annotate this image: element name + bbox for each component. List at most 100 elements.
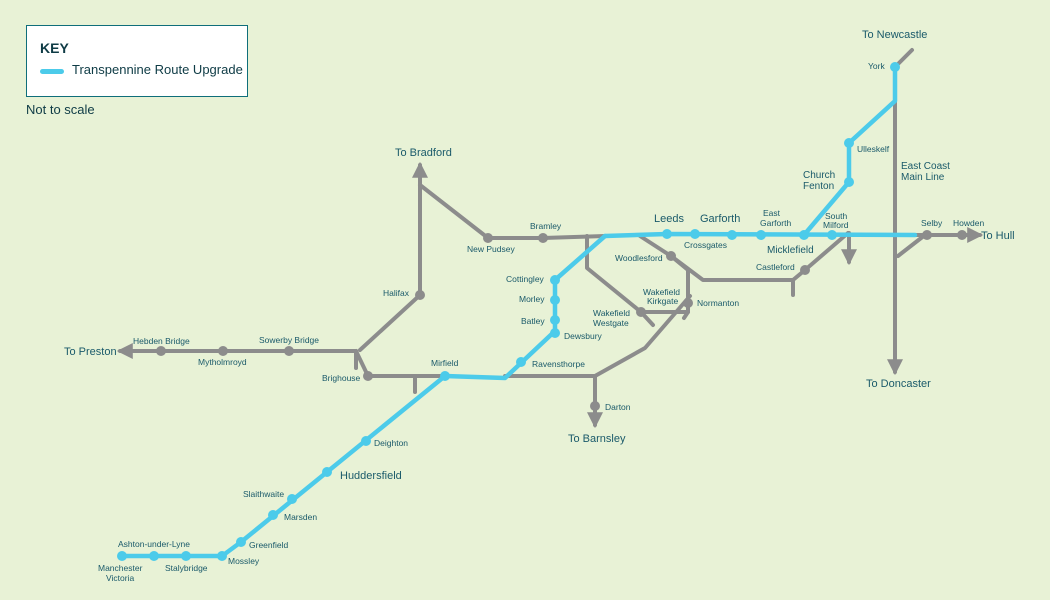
label-stalybridge: Stalybridge bbox=[165, 563, 208, 573]
label-east-garforth-2: Garforth bbox=[760, 218, 791, 228]
station-dot-mossley bbox=[217, 551, 227, 561]
label-ulleskelf: Ulleskelf bbox=[857, 144, 890, 154]
label-ashton: Ashton-under-Lyne bbox=[118, 539, 190, 549]
label-to-doncaster: To Doncaster bbox=[866, 378, 931, 390]
station-dot-york bbox=[890, 62, 900, 72]
station-dot-slaithwaite bbox=[287, 494, 297, 504]
label-mossley: Mossley bbox=[228, 556, 260, 566]
station-dot-church-fenton bbox=[844, 177, 854, 187]
label-ecml-1: East Coast bbox=[901, 161, 950, 172]
station-dot-normanton bbox=[683, 298, 693, 308]
label-huddersfield: Huddersfield bbox=[340, 470, 402, 482]
label-church-fenton-2: Fenton bbox=[803, 181, 834, 192]
label-church-fenton-1: Church bbox=[803, 170, 835, 181]
label-new-pudsey: New Pudsey bbox=[467, 244, 515, 254]
label-leeds: Leeds bbox=[654, 213, 684, 225]
station-dot-mytholmroyd bbox=[218, 346, 228, 356]
station-dot-brighouse bbox=[363, 371, 373, 381]
label-manchester-1: Manchester bbox=[98, 563, 143, 573]
label-to-bradford: To Bradford bbox=[395, 147, 452, 159]
kirkgate-loop bbox=[669, 254, 690, 320]
label-howden: Howden bbox=[953, 218, 984, 228]
label-wakefield-kirkgate-1: Wakefield bbox=[643, 287, 680, 297]
label-greenfield: Greenfield bbox=[249, 540, 288, 550]
label-crossgates: Crossgates bbox=[684, 240, 727, 250]
label-ravensthorpe: Ravensthorpe bbox=[532, 359, 585, 369]
station-dot-huddersfield bbox=[322, 467, 332, 477]
station-dot-east-garforth bbox=[756, 230, 766, 240]
route-stations bbox=[117, 62, 900, 561]
label-normanton: Normanton bbox=[697, 298, 739, 308]
station-dot-howden bbox=[957, 230, 967, 240]
route-upgrade-lines bbox=[119, 64, 918, 559]
label-deighton: Deighton bbox=[374, 438, 408, 448]
station-dot-woodlesford bbox=[666, 251, 676, 261]
station-dot-marsden bbox=[268, 510, 278, 520]
label-york: York bbox=[868, 61, 885, 71]
route-west bbox=[119, 233, 608, 559]
label-selby: Selby bbox=[921, 218, 943, 228]
selby-diagonal bbox=[896, 233, 927, 258]
label-manchester-2: Victoria bbox=[106, 573, 134, 583]
scale-note: Not to scale bbox=[26, 102, 95, 117]
label-marsden: Marsden bbox=[284, 512, 317, 522]
station-dot-dewsbury bbox=[550, 328, 560, 338]
label-south-milford-1: South bbox=[825, 211, 847, 221]
label-halifax: Halifax bbox=[383, 288, 410, 298]
label-ecml-2: Main Line bbox=[901, 172, 945, 183]
station-dot-south-milford bbox=[827, 230, 837, 240]
label-cottingley: Cottingley bbox=[506, 274, 545, 284]
label-mytholmroyd: Mytholmroyd bbox=[198, 357, 247, 367]
map-key: KEY Transpennine Route Upgrade bbox=[26, 25, 248, 97]
label-to-barnsley: To Barnsley bbox=[568, 433, 626, 445]
station-dot-leeds bbox=[662, 229, 672, 239]
station-dot-ulleskelf bbox=[844, 138, 854, 148]
station-dot-darton bbox=[590, 401, 600, 411]
station-dot-halifax bbox=[415, 290, 425, 300]
station-dot-new-pudsey bbox=[483, 233, 493, 243]
label-hebden-bridge: Hebden Bridge bbox=[133, 336, 190, 346]
station-dot-garforth bbox=[727, 230, 737, 240]
network-stations bbox=[156, 230, 967, 411]
halifax-leeds-line bbox=[418, 183, 607, 240]
station-dot-stalybridge bbox=[181, 551, 191, 561]
station-dot-castleford bbox=[800, 265, 810, 275]
station-dot-deighton bbox=[361, 436, 371, 446]
station-dot-greenfield bbox=[236, 537, 246, 547]
station-dot-cottingley bbox=[550, 275, 560, 285]
label-brighouse: Brighouse bbox=[322, 373, 361, 383]
station-dot-selby bbox=[922, 230, 932, 240]
station-dot-ravensthorpe bbox=[516, 357, 526, 367]
castleford-line bbox=[791, 231, 850, 297]
station-dot-micklefield bbox=[799, 230, 809, 240]
label-wakefield-westgate-1: Wakefield bbox=[593, 308, 630, 318]
label-to-newcastle: To Newcastle bbox=[862, 29, 927, 41]
station-dot-sowerby-bridge bbox=[284, 346, 294, 356]
label-micklefield: Micklefield bbox=[767, 245, 814, 256]
station-dot-batley bbox=[550, 315, 560, 325]
key-route-label: Transpennine Route Upgrade bbox=[72, 62, 243, 77]
station-dot-wakefield-westgate bbox=[636, 307, 646, 317]
route-upgrade-swatch bbox=[40, 69, 64, 74]
label-to-preston: To Preston bbox=[64, 346, 117, 358]
label-wakefield-westgate-2: Westgate bbox=[593, 318, 629, 328]
mirfield-east-line bbox=[503, 294, 692, 378]
label-to-hull: To Hull bbox=[981, 230, 1015, 242]
label-sowerby-bridge: Sowerby Bridge bbox=[259, 335, 319, 345]
label-castleford: Castleford bbox=[756, 262, 795, 272]
label-south-milford-2: Milford bbox=[823, 220, 849, 230]
label-east-garforth-1: East bbox=[763, 208, 781, 218]
station-dot-hebden-bridge bbox=[156, 346, 166, 356]
label-dewsbury: Dewsbury bbox=[564, 331, 603, 341]
label-mirfield: Mirfield bbox=[431, 358, 459, 368]
station-dot-ashton bbox=[149, 551, 159, 561]
station-dot-mirfield bbox=[440, 371, 450, 381]
label-garforth: Garforth bbox=[700, 213, 740, 225]
label-wakefield-kirkgate-2: Kirkgate bbox=[647, 296, 678, 306]
label-woodlesford: Woodlesford bbox=[615, 253, 663, 263]
station-dot-morley bbox=[550, 295, 560, 305]
line-labels: East Coast Main Line bbox=[901, 161, 950, 183]
label-slaithwaite: Slaithwaite bbox=[243, 489, 284, 499]
label-darton: Darton bbox=[605, 402, 631, 412]
